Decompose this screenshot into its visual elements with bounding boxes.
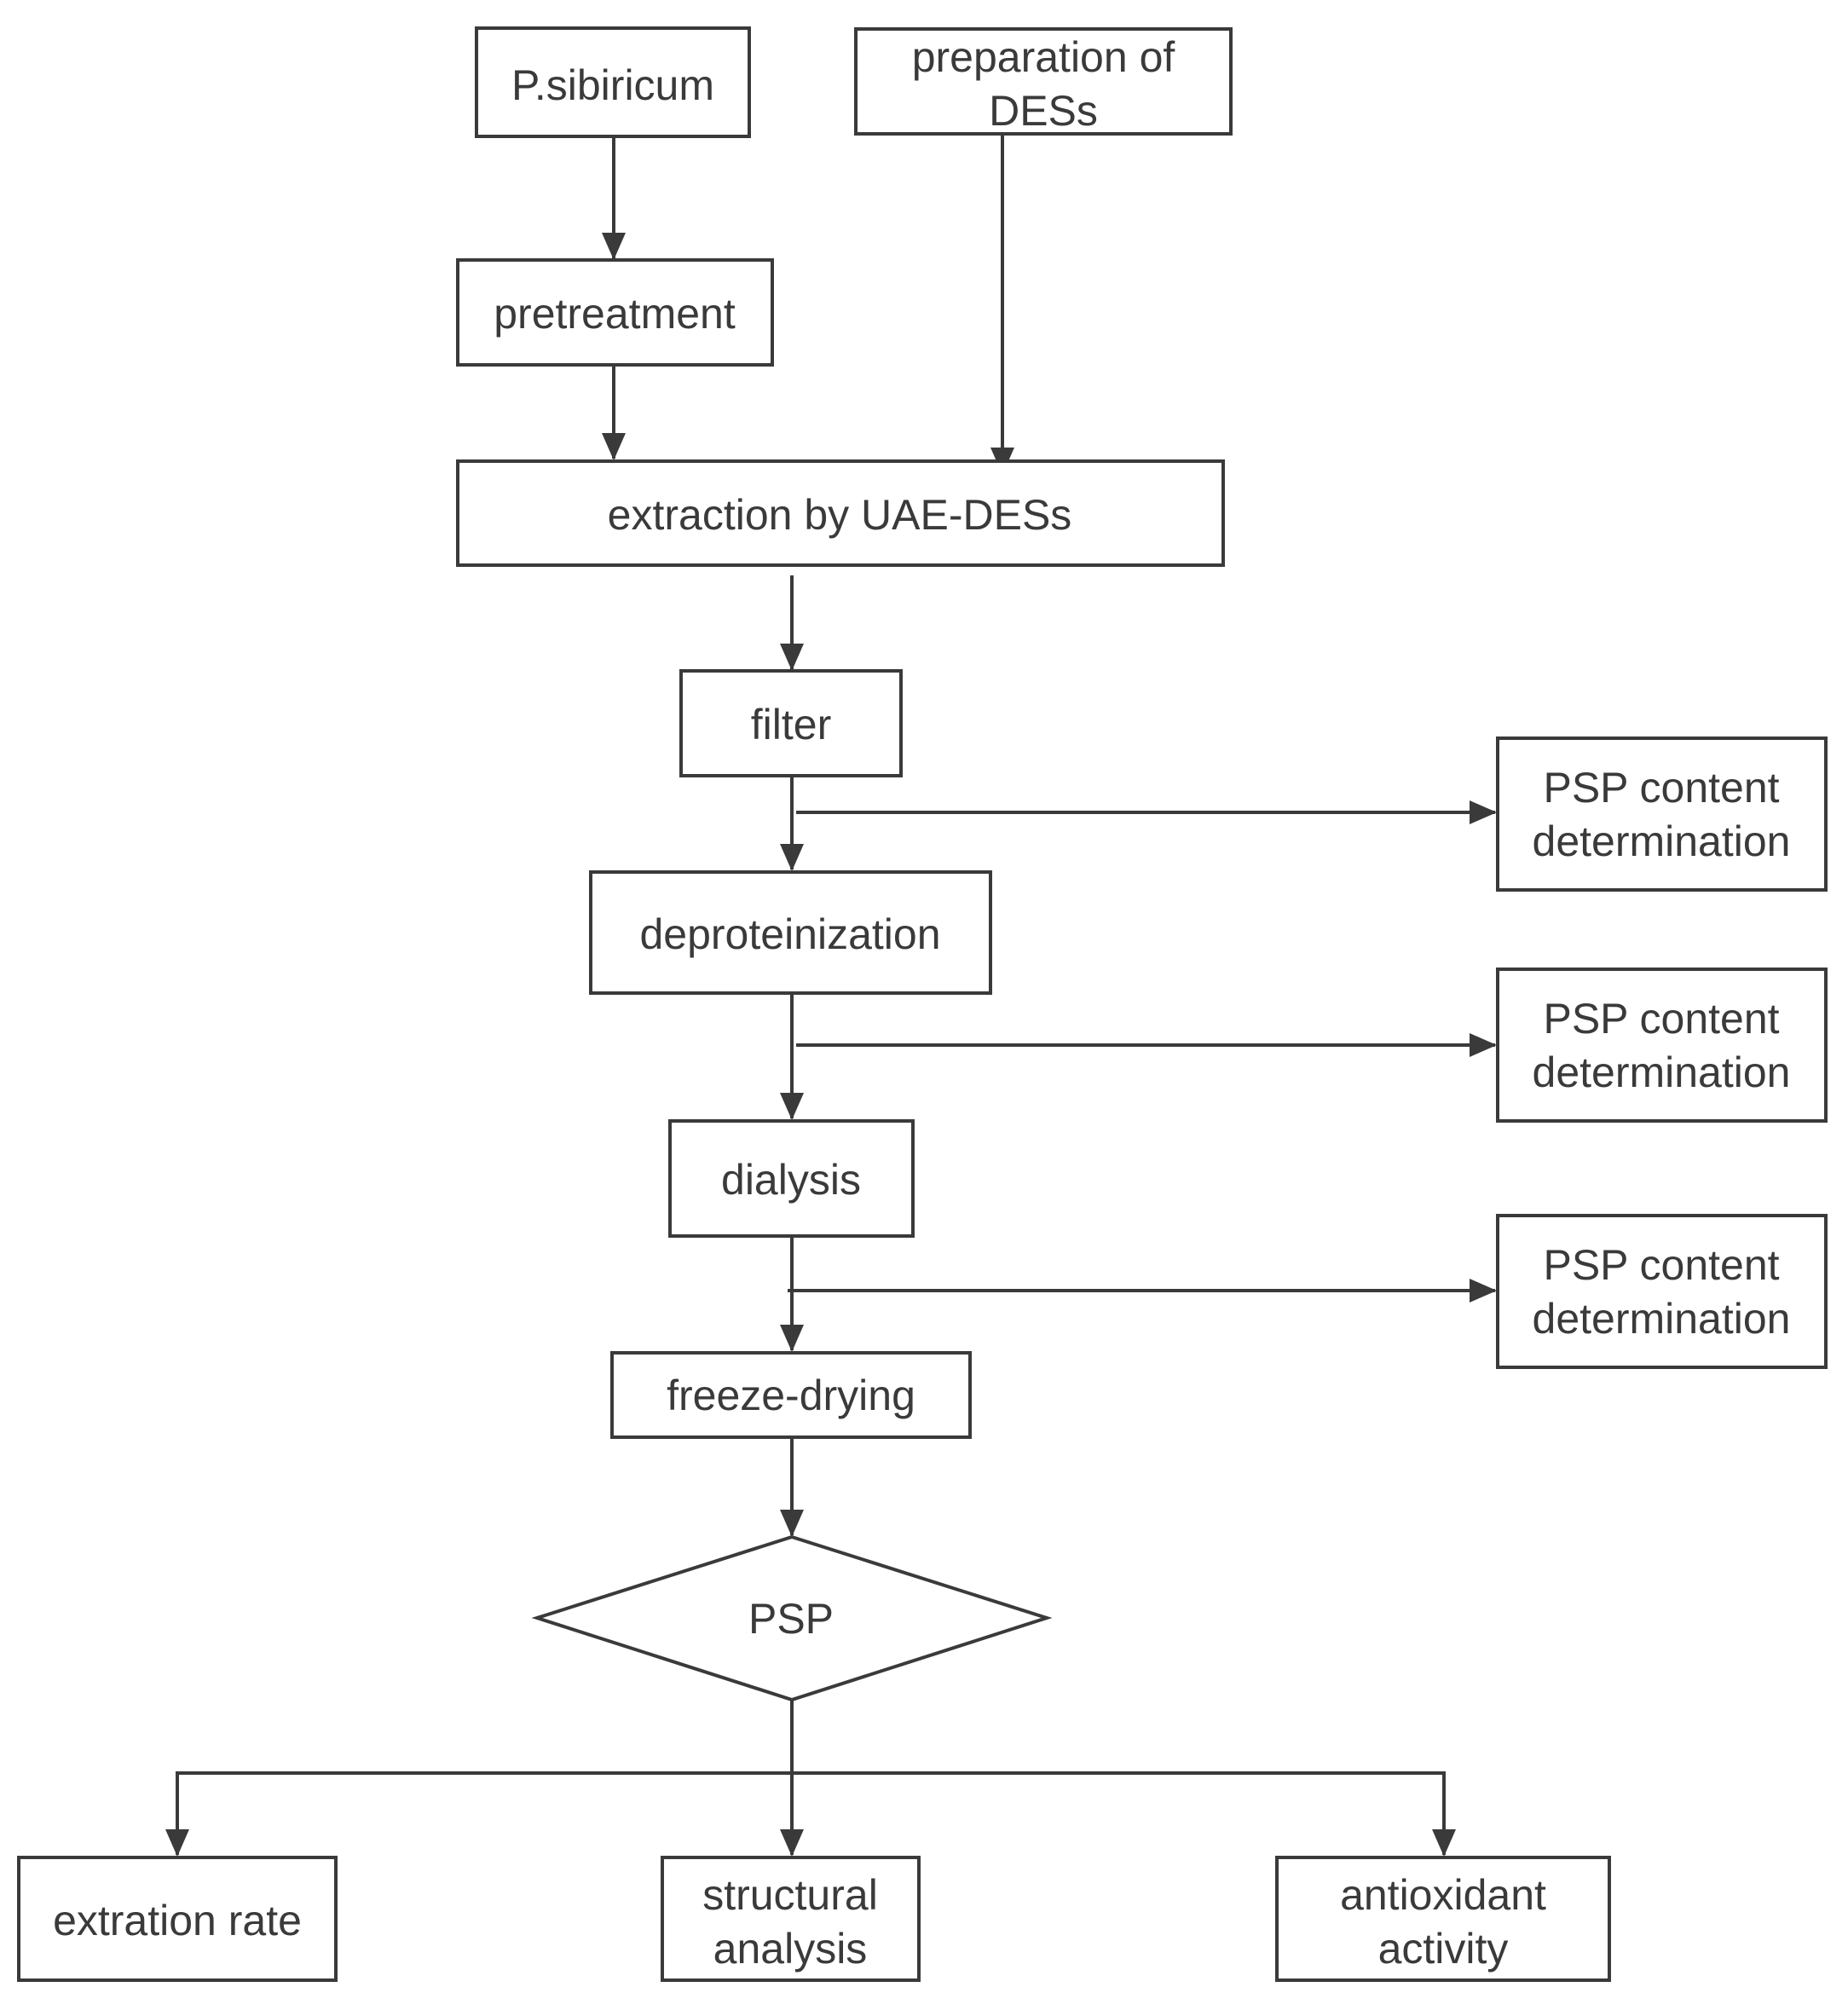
node-p-sibiricum: P.sibiricum: [475, 26, 751, 138]
node-pretreatment: pretreatment: [456, 258, 774, 367]
edge-psp-branch-trunk: [177, 1701, 1444, 1775]
node-psp-content-determination-1: PSP content determination: [1496, 737, 1828, 892]
node-label-line-1: preparation of: [912, 33, 1175, 81]
node-label: extraction by UAE-DESs: [608, 491, 1072, 539]
node-deproteinization: deproteinization: [589, 870, 992, 995]
node-label-line-2: activity: [1378, 1925, 1509, 1973]
node-label-line-1: PSP content: [1543, 1241, 1779, 1289]
node-dialysis: dialysis: [668, 1119, 915, 1238]
nodes: P.sibiricum preparation of DESs pretreat…: [17, 26, 1828, 1982]
node-label-line-1: antioxidant: [1340, 1871, 1546, 1919]
node-label: filter: [751, 701, 831, 748]
node-label: extration rate: [53, 1897, 302, 1944]
node-label-line-2: determination: [1533, 1295, 1791, 1343]
node-psp-content-determination-3: PSP content determination: [1496, 1214, 1828, 1369]
node-label-line-1: structural: [702, 1871, 878, 1919]
node-label-line-2: DESs: [989, 87, 1098, 135]
node-label-line-2: determination: [1533, 817, 1791, 865]
node-label-line-1: PSP content: [1543, 764, 1779, 812]
node-label: pretreatment: [494, 290, 736, 338]
node-label: dialysis: [721, 1156, 861, 1204]
node-label-line-2: analysis: [713, 1925, 868, 1973]
node-label: freeze-drying: [667, 1372, 915, 1419]
node-psp-content-determination-2: PSP content determination: [1496, 968, 1828, 1123]
node-freeze-drying: freeze-drying: [610, 1351, 972, 1439]
node-label: PSP: [748, 1595, 834, 1643]
node-label: deproteinization: [639, 910, 940, 958]
node-extration-rate: extration rate: [17, 1856, 338, 1982]
node-filter: filter: [679, 669, 903, 777]
node-extraction-by-uae-dess: extraction by UAE-DESs: [456, 459, 1225, 567]
node-label-line-1: PSP content: [1543, 995, 1779, 1043]
edges: [165, 135, 1497, 1857]
node-antioxidant-activity: antioxidant activity: [1275, 1856, 1611, 1982]
node-structural-analysis: structural analysis: [661, 1856, 921, 1982]
node-label: P.sibiricum: [511, 61, 714, 109]
node-label-line-2: determination: [1533, 1048, 1791, 1096]
node-psp-decision: PSP: [531, 1534, 1053, 1702]
node-preparation-of-dess: preparation of DESs: [854, 27, 1233, 136]
